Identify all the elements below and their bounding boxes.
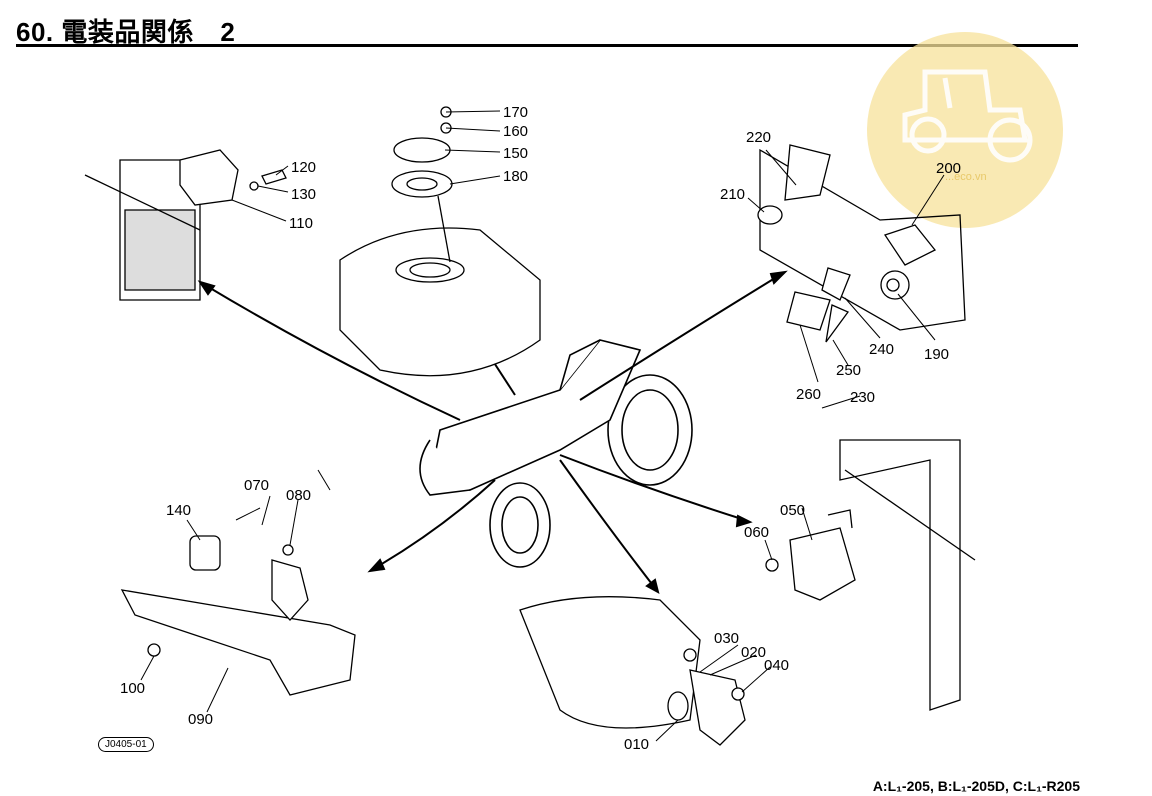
leader-lines bbox=[140, 110, 945, 742]
part-label-110: 110 bbox=[289, 215, 313, 232]
part-label-060: 060 bbox=[744, 524, 769, 541]
part-label-020: 020 bbox=[741, 644, 766, 661]
part-label-180: 180 bbox=[503, 168, 528, 185]
part-label-200: 200 bbox=[936, 160, 961, 177]
part-label-050: 050 bbox=[780, 502, 805, 519]
part-label-170: 170 bbox=[503, 104, 528, 121]
part-label-090: 090 bbox=[188, 711, 213, 728]
part-label-220: 220 bbox=[746, 129, 771, 146]
part-label-210: 210 bbox=[720, 186, 745, 203]
assembly-top-left bbox=[84, 149, 287, 301]
part-label-190: 190 bbox=[924, 346, 949, 363]
part-label-010: 010 bbox=[624, 736, 649, 753]
part-label-140: 140 bbox=[166, 502, 191, 519]
watermark-text: ...eco.vn bbox=[945, 171, 987, 183]
part-label-070: 070 bbox=[244, 477, 269, 494]
page-title: 60. 電装品関係 2 bbox=[16, 17, 236, 47]
part-label-230: 230 bbox=[850, 389, 875, 406]
part-label-240: 240 bbox=[869, 341, 894, 358]
tractor-center bbox=[419, 339, 693, 568]
assembly-horn-bracket bbox=[120, 535, 356, 696]
part-label-260: 260 bbox=[796, 386, 821, 403]
part-label-040: 040 bbox=[764, 657, 789, 674]
part-label-030: 030 bbox=[714, 630, 739, 647]
drawing-reference-code: J0405-01 bbox=[98, 737, 154, 752]
assembly-safety-switch bbox=[519, 596, 746, 746]
part-label-080: 080 bbox=[286, 487, 311, 504]
assembly-fuel-gauge bbox=[339, 106, 541, 377]
part-label-130: 130 bbox=[291, 186, 316, 203]
model-variants-note: A:L₁-205, B:L₁-205D, C:L₁-R205 bbox=[872, 778, 1080, 794]
assembly-flasher-relay bbox=[765, 439, 976, 711]
part-label-160: 160 bbox=[503, 123, 528, 140]
part-label-250: 250 bbox=[836, 362, 861, 379]
part-label-120: 120 bbox=[291, 159, 316, 176]
title-underline bbox=[16, 44, 1078, 47]
assembly-key-switch bbox=[757, 144, 966, 343]
part-label-100: 100 bbox=[120, 680, 145, 697]
part-label-150: 150 bbox=[503, 145, 528, 162]
watermark-logo: ...eco.vn bbox=[867, 32, 1063, 228]
part-labels: 010 020 030 040 050 060 070 080 090 100 … bbox=[120, 104, 961, 753]
pointer-arrows bbox=[197, 270, 788, 594]
